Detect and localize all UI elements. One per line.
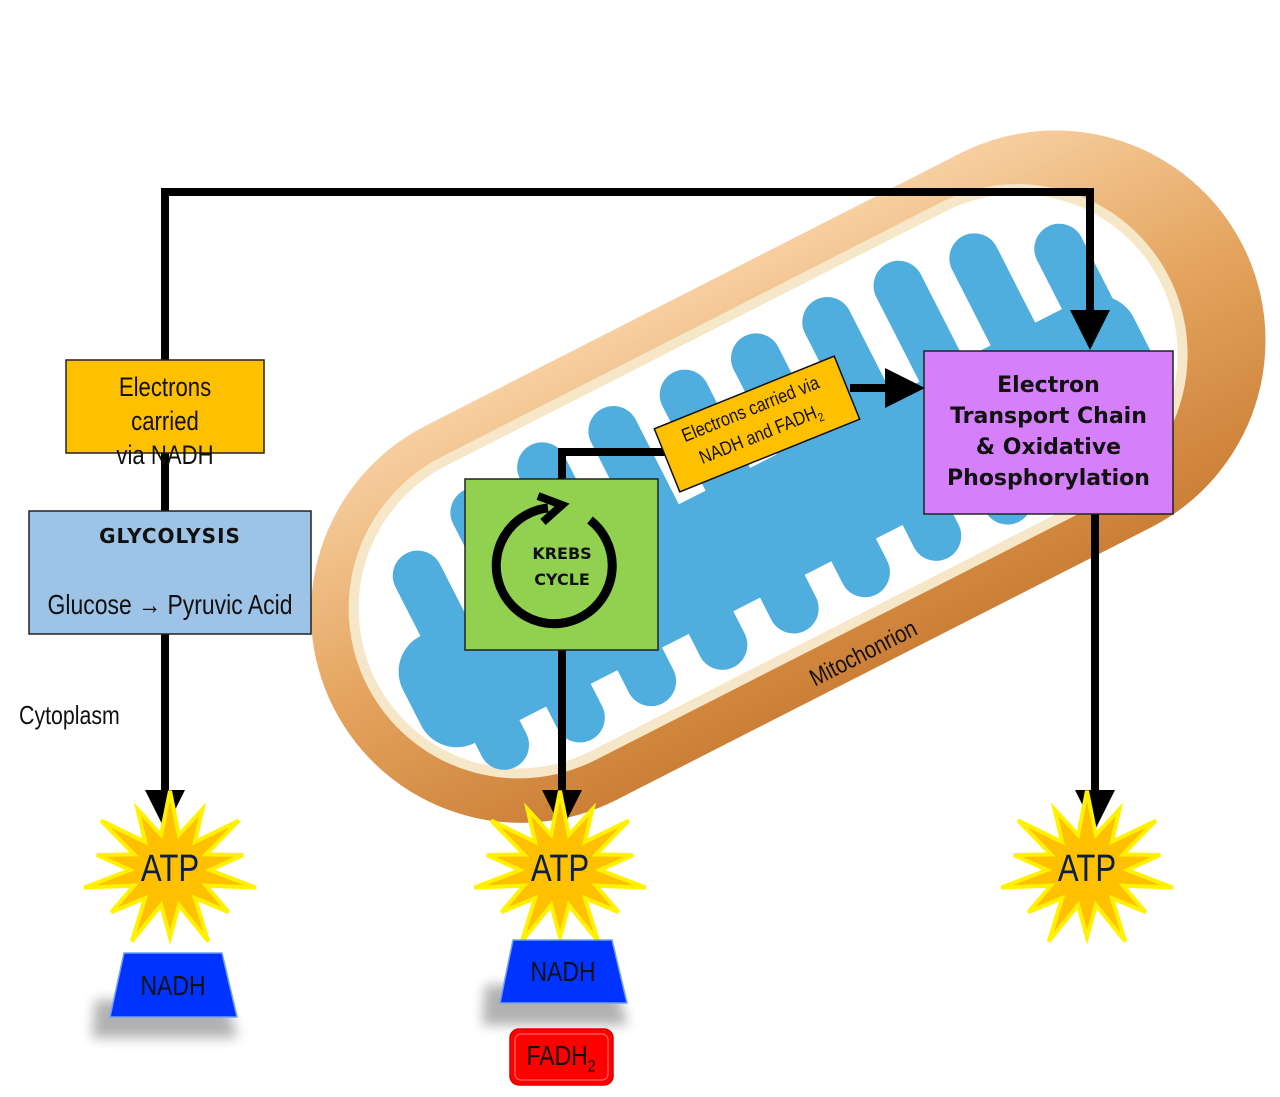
- pathway-arrows: [145, 188, 1115, 830]
- atp-star-glycolysis: [83, 790, 257, 946]
- etc-box: [923, 350, 1174, 515]
- top-connector: [161, 188, 1110, 360]
- left-electron-line2: via NADH: [116, 440, 214, 470]
- glycolysis-equation: Glucose → Pyruvic Acid: [42, 589, 298, 621]
- krebs-line1: KREBS: [532, 544, 592, 563]
- etc-line1: Electron: [997, 373, 1100, 398]
- etc-line3: & Oxidative: [975, 435, 1122, 460]
- krebs-label: KREBS CYCLE: [512, 541, 612, 593]
- atp-label-glycolysis: ATP: [140, 848, 200, 890]
- glycolysis-box: [28, 510, 312, 635]
- right-arrow-icon: →: [138, 589, 162, 620]
- etc-label: Electron Transport Chain & Oxidative Pho…: [924, 370, 1173, 494]
- krebs-cycle-icon: [491, 492, 617, 629]
- nadh-shape-krebs: [499, 939, 628, 1004]
- mid-electron-box: [653, 355, 861, 493]
- subscript: 2: [587, 1056, 596, 1076]
- pyruvic-acid-label: Pyruvic Acid: [167, 589, 293, 620]
- nadh-label-glycolysis: NADH: [140, 970, 206, 1001]
- etc-line2: Transport Chain: [950, 404, 1147, 429]
- atp-star-etc: [1000, 790, 1174, 946]
- fadh2-label: FADH2: [520, 1040, 602, 1077]
- nadh-shape-glycolysis: [109, 952, 238, 1018]
- atp-label-etc: ATP: [1057, 848, 1117, 890]
- atp-star-krebs: [473, 790, 647, 946]
- krebs-to-electron-connector: [558, 448, 680, 479]
- left-electron-line1: Electrons carried: [118, 372, 212, 436]
- krebs-line2: CYCLE: [534, 570, 590, 589]
- product-shapes: [92, 939, 628, 1086]
- cytoplasm-label: Cytoplasm: [19, 700, 120, 730]
- glycolysis-title: GLYCOLYSIS: [99, 524, 241, 548]
- glucose-label: Glucose: [47, 589, 132, 620]
- left-electron-box: [65, 359, 265, 454]
- etc-line4: Phosphorylation: [947, 466, 1150, 491]
- left-electron-label: Electrons carried via NADH: [84, 370, 246, 472]
- nadh-label-krebs: NADH: [530, 956, 596, 987]
- atp-stars: [83, 790, 1174, 946]
- fadh2-shape: [509, 1028, 614, 1086]
- atp-label-krebs: ATP: [530, 848, 590, 890]
- fadh2-text: FADH: [526, 1040, 588, 1071]
